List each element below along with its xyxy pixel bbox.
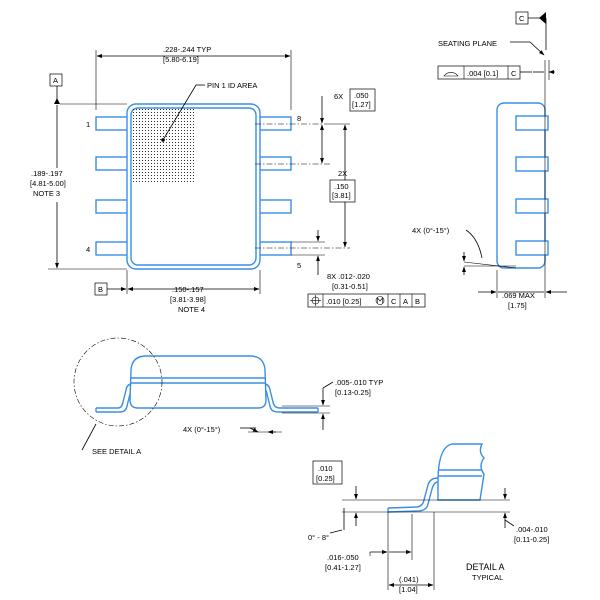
svg-text:.010 [0.25]: .010 [0.25] — [326, 297, 361, 306]
mmc-modifier-icon — [375, 296, 385, 305]
pin1-leader — [162, 84, 197, 141]
pin1-id-area — [132, 108, 194, 184]
overall-length-note: NOTE 3 — [33, 189, 60, 198]
overall-width-dim: .228-.244 TYP — [163, 45, 211, 54]
lead-pin-7 — [255, 156, 292, 171]
lead-pin-5 — [255, 241, 292, 256]
side-angle-label: 4X (0°-15°) — [412, 226, 450, 235]
end-view: SEE DETAIL A .005-.010 TYP [0.13-0.25] 4… — [73, 337, 383, 456]
pin1-leader-dot — [161, 138, 165, 142]
foot-angle-label: 0° - 8° — [308, 533, 329, 542]
foot-length-dim: .016-.050 — [327, 553, 359, 562]
lead-pin-4 — [95, 241, 131, 256]
foot-length-dim-metric: [0.41-1.27] — [325, 563, 361, 572]
svg-text:B: B — [415, 297, 420, 306]
svg-text:.004 [0.1]: .004 [0.1] — [467, 69, 498, 78]
side-angle-leader — [465, 229, 483, 259]
gauge-plane-dim-metric: [0.25] — [316, 474, 335, 483]
span-count: 2X — [338, 169, 347, 178]
lead-width-dim: 8X .012-.020 — [327, 272, 370, 281]
side-view: C SEATING PLANE .004 [0.1] C 4X (0°-15°) — [412, 11, 567, 310]
pin-number-1: 1 — [86, 120, 90, 129]
standoff-dim: .005-.010 TYP — [335, 378, 383, 387]
footprint-dim: (.041) — [399, 575, 419, 584]
overall-width-dim-metric: [5.80-6.19] — [163, 55, 199, 64]
datum-c-label: C — [519, 14, 525, 23]
position-tolerance-frame: .010 [0.25] C A B — [307, 293, 426, 308]
seating-plane-label: SEATING PLANE — [438, 39, 497, 48]
span-basic-box — [329, 179, 356, 203]
side-height-dim-metric: [1.75] — [508, 301, 527, 310]
end-angle-label: 4X (0°-15°) — [183, 425, 221, 434]
pitch-count: 6X — [334, 92, 343, 101]
detail-a-subtitle: TYPICAL — [472, 573, 503, 582]
side-lead-2 — [515, 156, 549, 172]
span-dim-metric: [3.81] — [332, 191, 351, 200]
end-body — [129, 355, 267, 409]
datum-a-label: A — [53, 76, 58, 85]
side-lead-1 — [515, 115, 549, 131]
detail-a-callout-circle — [73, 337, 163, 427]
surface-profile-icon — [443, 72, 459, 77]
pitch-dim-metric: [1.27] — [352, 100, 371, 109]
overall-length-dim: .189-.197 — [31, 169, 63, 178]
footprint-dim-metric: [1.04] — [399, 585, 418, 594]
pin-number-5: 5 — [297, 261, 301, 270]
gauge-plane-basic-box — [312, 460, 343, 485]
span-dim: .150 — [334, 182, 349, 191]
detail-a-title: DETAIL A — [466, 562, 505, 572]
detail-body-section — [437, 443, 485, 501]
lead-pin-8 — [255, 116, 292, 131]
pitch-basic-box — [349, 88, 376, 112]
lead-pin-6 — [255, 199, 292, 214]
pitch-dim: .050 — [354, 91, 369, 100]
pin-number-4: 4 — [86, 245, 90, 254]
svg-text:C: C — [511, 69, 517, 78]
body-width-dim-metric: [3.81-3.98] — [170, 295, 206, 304]
pin1-label: PIN 1 ID AREA — [207, 81, 257, 90]
svg-text:A: A — [403, 297, 408, 306]
lead-width-dim-metric: [0.31-0.51] — [332, 282, 368, 291]
lead-pin-3 — [95, 199, 131, 214]
svg-text:C: C — [391, 297, 397, 306]
top-view: PIN 1 ID AREA 1 4 8 5 .228-.244 TYP [5.8… — [28, 45, 426, 314]
profile-tolerance-frame: .004 [0.1] C — [437, 65, 521, 80]
datum-a-box — [49, 73, 63, 87]
side-height-dim: .069 MAX — [502, 291, 535, 300]
lead-thickness-dim: .004-.010 — [516, 525, 548, 534]
detail-a-view: .010 [0.25] 0° - 8° .004-.010 [0.11-0.25… — [308, 443, 549, 594]
side-lead-4 — [515, 240, 549, 256]
pin-number-8: 8 — [297, 114, 301, 123]
lead-pin-1 — [95, 116, 131, 131]
gauge-plane-dim: .010 — [318, 464, 333, 473]
see-detail-a-label: SEE DETAIL A — [92, 447, 141, 456]
body-width-dim: .150-.157 — [172, 285, 204, 294]
side-lead-3 — [515, 198, 549, 214]
datum-b-label: B — [98, 285, 103, 294]
detail-a-leader — [81, 423, 97, 451]
body-width-note: NOTE 4 — [178, 305, 205, 314]
overall-length-dim-metric: [4.81-5.00] — [30, 179, 66, 188]
standoff-dim-metric: [0.13-0.25] — [335, 388, 371, 397]
lead-pin-2 — [95, 156, 131, 171]
lead-thickness-dim-metric: [0.11-0.25] — [514, 535, 549, 544]
